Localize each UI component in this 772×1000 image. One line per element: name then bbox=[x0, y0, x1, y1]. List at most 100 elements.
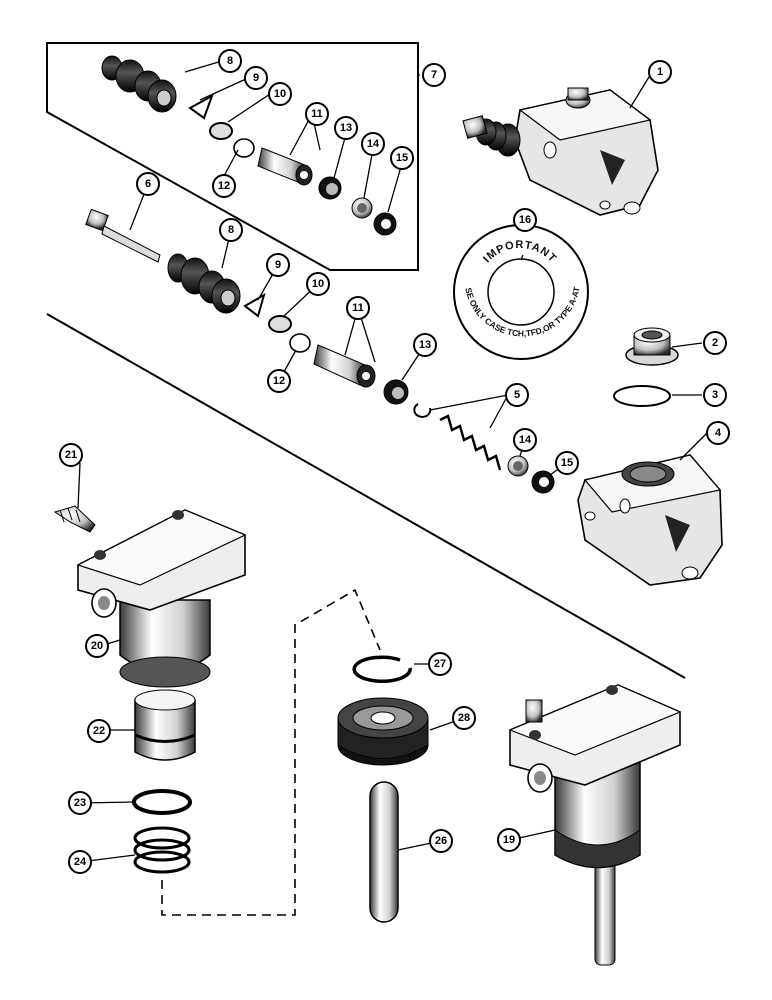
callout-label: 8 bbox=[227, 55, 233, 67]
callout-circle bbox=[706, 421, 730, 445]
snap-ring-27 bbox=[352, 655, 412, 683]
callout-circle bbox=[413, 333, 437, 357]
callout-24: 24 bbox=[68, 850, 92, 874]
main-washer bbox=[268, 315, 292, 333]
callout-9-main: 9 bbox=[266, 253, 290, 277]
inset-seat bbox=[351, 197, 373, 219]
inset-clip bbox=[188, 93, 214, 120]
callout-2: 2 bbox=[703, 331, 727, 355]
callout-circle bbox=[244, 66, 268, 90]
return-spring bbox=[439, 414, 502, 471]
callout-circle bbox=[266, 253, 290, 277]
callout-15: 15 bbox=[390, 146, 414, 170]
o-ring-23 bbox=[132, 789, 192, 815]
callout-26: 26 bbox=[429, 829, 453, 853]
spring-24 bbox=[133, 826, 191, 874]
callout-circle bbox=[346, 296, 370, 320]
callout-circle bbox=[361, 132, 385, 156]
callout-21: 21 bbox=[59, 443, 83, 467]
inset-boot bbox=[101, 55, 177, 113]
callout-circle bbox=[87, 719, 111, 743]
callout-label: 22 bbox=[93, 725, 105, 737]
callout-8-main: 8 bbox=[219, 218, 243, 242]
callout-7: 7 bbox=[422, 63, 446, 87]
master-cylinder-housing bbox=[577, 454, 723, 586]
callout-label: 12 bbox=[218, 180, 230, 192]
callout-circle bbox=[68, 850, 92, 874]
callout-label: 15 bbox=[561, 457, 573, 469]
master-cylinder-assembly bbox=[462, 87, 659, 216]
bleeder-screw bbox=[53, 505, 96, 533]
callout-label: 2 bbox=[712, 337, 718, 349]
callout-circle bbox=[429, 829, 453, 853]
callout-12-main: 12 bbox=[267, 369, 291, 393]
callout-circle bbox=[306, 272, 330, 296]
cup-seal-28 bbox=[337, 697, 429, 766]
callout-circle bbox=[555, 451, 579, 475]
callout-14: 14 bbox=[361, 132, 385, 156]
callout-4: 4 bbox=[706, 421, 730, 445]
callout-circle bbox=[505, 383, 529, 407]
push-rod bbox=[85, 208, 161, 263]
callout-13: 13 bbox=[334, 116, 358, 140]
retainer bbox=[413, 403, 432, 418]
callout-circle bbox=[218, 49, 242, 73]
callout-circle bbox=[703, 383, 727, 407]
callout-label: 11 bbox=[311, 108, 323, 120]
callout-label: 28 bbox=[458, 712, 470, 724]
callout-12: 12 bbox=[212, 174, 236, 198]
callout-circle bbox=[513, 428, 537, 452]
callout-label: 6 bbox=[145, 178, 151, 190]
callout-16: 16 bbox=[513, 208, 537, 232]
push-rod-26 bbox=[369, 781, 399, 923]
callout-label: 15 bbox=[396, 152, 408, 164]
main-seat bbox=[507, 455, 529, 477]
callout-9: 9 bbox=[244, 66, 268, 90]
callout-27: 27 bbox=[428, 652, 452, 676]
callout-28: 28 bbox=[452, 706, 476, 730]
callout-circle bbox=[703, 331, 727, 355]
callout-23: 23 bbox=[68, 791, 92, 815]
callout-label: 19 bbox=[503, 834, 515, 846]
callout-label: 10 bbox=[274, 88, 286, 100]
callout-5: 5 bbox=[505, 383, 529, 407]
callout-label: 9 bbox=[253, 72, 259, 84]
callout-label: 21 bbox=[65, 449, 77, 461]
main-o-ring bbox=[289, 333, 311, 353]
callout-15-main: 15 bbox=[555, 451, 579, 475]
callout-3: 3 bbox=[703, 383, 727, 407]
callout-label: 5 bbox=[514, 389, 520, 401]
callout-8: 8 bbox=[218, 49, 242, 73]
callout-22: 22 bbox=[87, 719, 111, 743]
callout-label: 26 bbox=[435, 835, 447, 847]
callout-label: 20 bbox=[91, 640, 103, 652]
callout-label: 13 bbox=[419, 339, 431, 351]
callout-label: 8 bbox=[228, 224, 234, 236]
piston-22 bbox=[134, 689, 196, 761]
callout-circle bbox=[452, 706, 476, 730]
callouts: 1234567889910101111121213131414151516192… bbox=[59, 49, 730, 874]
callout-label: 12 bbox=[273, 375, 285, 387]
main-seal bbox=[531, 470, 555, 494]
filler-plug bbox=[625, 327, 679, 366]
inset-o-ring bbox=[233, 138, 255, 158]
divider-line bbox=[46, 313, 686, 679]
main-cup bbox=[383, 379, 409, 405]
callout-label: 11 bbox=[352, 302, 364, 314]
callout-circle bbox=[513, 208, 537, 232]
callout-label: 27 bbox=[434, 658, 446, 670]
callout-label: 13 bbox=[340, 122, 352, 134]
callout-circle bbox=[268, 82, 292, 106]
callout-label: 9 bbox=[275, 259, 281, 271]
callout-circle bbox=[68, 791, 92, 815]
callout-label: 24 bbox=[74, 856, 87, 868]
callout-11-main: 11 bbox=[346, 296, 370, 320]
inset-washer bbox=[209, 122, 233, 140]
callout-circle bbox=[390, 146, 414, 170]
inset-cup bbox=[318, 176, 342, 200]
slave-cylinder-assembly bbox=[508, 684, 682, 966]
callout-circle bbox=[422, 63, 446, 87]
main-clip bbox=[243, 292, 266, 318]
callout-circle bbox=[428, 652, 452, 676]
